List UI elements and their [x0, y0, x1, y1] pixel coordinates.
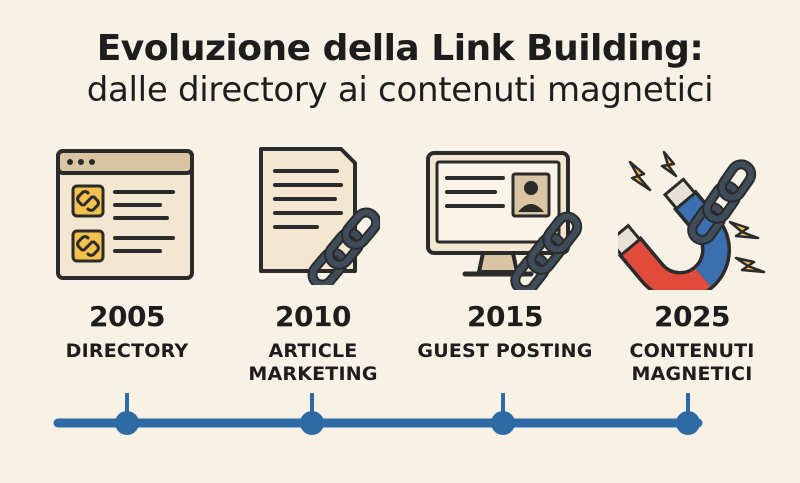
milestone-label-guest-posting: GUEST POSTING	[417, 340, 593, 362]
milestone-year-2005: 2005	[89, 300, 165, 333]
title-line-1: Evoluzione della Link Building:	[96, 28, 704, 69]
timeline-marker-2005	[115, 393, 139, 435]
milestone-label-contenuti-magnetici: CONTENUTI MAGNETICI	[629, 340, 755, 385]
milestone-year-2010: 2010	[275, 300, 351, 333]
milestone-label-article-marketing: ARTICLE MARKETING	[248, 340, 378, 385]
monitor-profile-chain-icon	[426, 151, 583, 290]
timeline-marker-2025	[676, 393, 700, 435]
milestone-year-2015: 2015	[467, 300, 543, 333]
title-line-2: dalle directory ai contenuti magnetici	[86, 70, 714, 111]
article-chain-icon	[259, 147, 380, 285]
directory-browser-icon	[56, 149, 194, 280]
milestone-label-directory: DIRECTORY	[65, 340, 189, 362]
timeline-marker-2015	[491, 393, 515, 435]
diagram-title: Evoluzione della Link Building: dalle di…	[0, 28, 800, 111]
milestone-year-2025: 2025	[654, 300, 730, 333]
magnet-chain-icon	[618, 150, 766, 290]
timeline-marker-2010	[300, 393, 324, 435]
